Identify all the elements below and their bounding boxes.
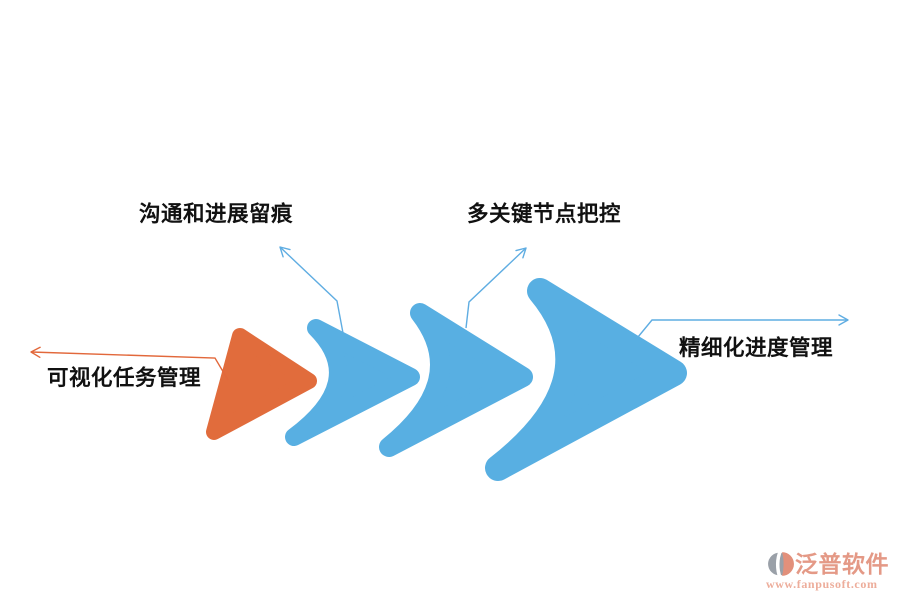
step1-orange-arrow-shape: [206, 328, 317, 440]
logo-brand-text: 泛普软件: [795, 551, 889, 577]
leader-line-key-nodes: [465, 247, 527, 329]
leader-line-communication: [279, 246, 344, 334]
leader-line-visual-task: [30, 346, 229, 381]
label-multi-key-node-control: 多关键节点把控: [467, 202, 622, 226]
label-communication-and-progress-tracking: 沟通和进展留痕: [139, 202, 294, 226]
fanpu-watermark: 泛普软件 www.fanpusoft.com: [766, 549, 896, 592]
step3-blue-chevron-shape: [379, 303, 533, 457]
label-visual-task-management: 可视化任务管理: [47, 366, 202, 390]
label-fine-grained-progress-management: 精细化进度管理: [679, 336, 834, 360]
step2-blue-chevron-shape: [285, 319, 420, 446]
step4-blue-chevron-shape: [485, 278, 687, 481]
leader-line-fine-progress: [637, 314, 849, 338]
fanpu-logo-icon: [768, 549, 794, 579]
logo-url-text: www.fanpusoft.com: [766, 577, 878, 591]
